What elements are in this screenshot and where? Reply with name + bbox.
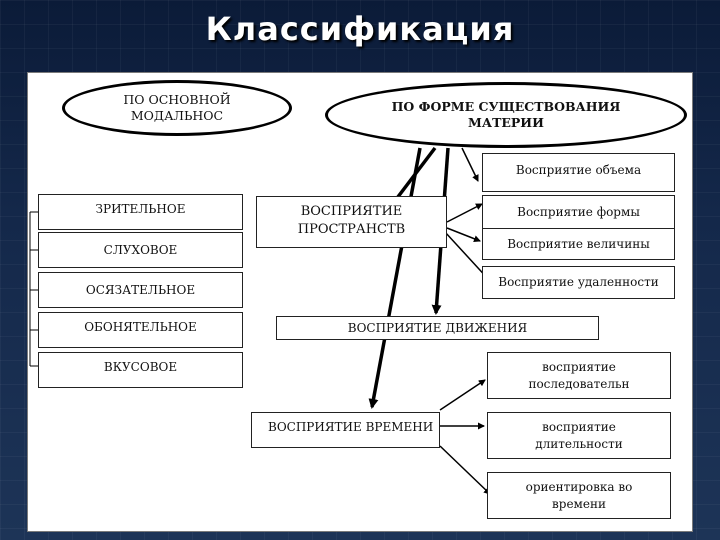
slide-title: Классификация [205, 10, 515, 48]
space-volume: Восприятие объема [482, 153, 675, 192]
time-duration-label: восприятие длительности [535, 420, 623, 451]
time-orientation-label: ориентировка во времени [525, 480, 633, 511]
modality-auditory: СЛУХОВОЕ [38, 232, 243, 268]
time-orientation: ориентировка во времени [487, 472, 671, 519]
space-perception-label: ВОСПРИЯТИЕ ПРОСТРАНСТВ [297, 204, 406, 237]
modality-tactile: ОСЯЗАТЕЛЬНОЕ [38, 272, 243, 308]
space-size: Восприятие величины [482, 228, 675, 260]
time-sequence-label: восприятие последовательн [528, 360, 630, 391]
time-duration: восприятие длительности [487, 412, 671, 459]
motion-perception-box: ВОСПРИЯТИЕ ДВИЖЕНИЯ [276, 316, 599, 340]
space-form: Восприятие формы [482, 195, 675, 229]
oval-by-matter-form: ПО ФОРМЕ СУЩЕСТВОВАНИЯ МАТЕРИИ [325, 82, 687, 148]
oval-by-matter-form-label: ПО ФОРМЕ СУЩЕСТВОВАНИЯ МАТЕРИИ [391, 98, 621, 130]
modality-olfactory: ОБОНЯТЕЛЬНОЕ [38, 312, 243, 348]
time-perception-box: ВОСПРИЯТИЕ ВРЕМЕНИ [251, 412, 440, 448]
modality-gustatory: ВКУСОВОЕ [38, 352, 243, 388]
oval-by-modality-label: ПО ОСНОВНОЙ МОДАЛЬНОС [123, 91, 231, 123]
space-perception-box: ВОСПРИЯТИЕ ПРОСТРАНСТВ [256, 196, 447, 248]
time-sequence: восприятие последовательн [487, 352, 671, 399]
space-distance: Восприятие удаленности [482, 266, 675, 299]
oval-by-modality: ПО ОСНОВНОЙ МОДАЛЬНОС [62, 80, 292, 136]
modality-visual: ЗРИТЕЛЬНОЕ [38, 194, 243, 230]
